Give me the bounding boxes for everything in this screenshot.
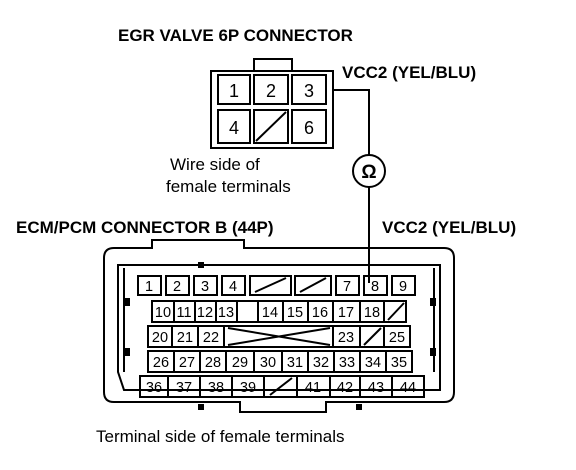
ecm-pin: 28 <box>205 355 221 371</box>
ecm-pin: 4 <box>229 279 237 295</box>
ecm-pin: 1 <box>145 279 153 295</box>
ecm-pin: 7 <box>343 279 351 295</box>
ecm-pin: 33 <box>339 355 355 371</box>
egr-terminal-3: 3 <box>304 81 314 101</box>
ecm-housing-marks <box>124 262 436 410</box>
ecm-pin: 21 <box>177 330 193 346</box>
egr-connector <box>210 58 334 149</box>
ecm-pin: 10 <box>155 305 171 321</box>
egr-terminal-1: 1 <box>229 81 239 101</box>
ecm-pin: 14 <box>262 305 278 321</box>
ecm-pin: 38 <box>208 380 224 396</box>
ecm-pin: 16 <box>312 305 328 321</box>
wire-side-label-line2: female terminals <box>166 177 291 196</box>
ecm-connector-title: ECM/PCM CONNECTOR B (44P) <box>16 218 274 237</box>
ecm-pin: 17 <box>338 305 354 321</box>
ecm-pin: 30 <box>260 355 276 371</box>
egr-terminal-numbers: 1 2 3 4 6 <box>229 81 314 138</box>
ecm-pin: 18 <box>364 305 380 321</box>
ecm-pin: 22 <box>203 330 219 346</box>
egr-blank-terminal-slash <box>255 111 287 142</box>
ecm-pin: 8 <box>371 279 379 295</box>
ecm-pin: 35 <box>391 355 407 371</box>
ecm-pin: 34 <box>365 355 381 371</box>
ecm-pin: 43 <box>368 380 384 396</box>
ecm-pin: 11 <box>176 305 191 321</box>
ecm-pin: 13 <box>218 305 234 321</box>
egr-terminal-6: 6 <box>304 118 314 138</box>
terminal-side-label: Terminal side of female terminals <box>96 427 345 446</box>
ecm-pin: 2 <box>173 279 181 295</box>
ecm-pin: 9 <box>399 279 407 295</box>
ecm-pin: 44 <box>400 380 416 396</box>
ecm-pin: 31 <box>287 355 303 371</box>
egr-to-meter-wire <box>333 89 370 155</box>
ecm-pin: 39 <box>240 380 256 396</box>
vcc2-label-right: VCC2 (YEL/BLU) <box>382 218 517 237</box>
ecm-pin: 3 <box>201 279 209 295</box>
ecm-pin: 41 <box>305 380 321 396</box>
ecm-pin: 12 <box>197 305 213 321</box>
ecm-pin: 26 <box>153 355 169 371</box>
ecm-pin: 36 <box>146 380 162 396</box>
ecm-pin: 15 <box>287 305 303 321</box>
ecm-pin-numbers: 1 2 3 4 7 8 9 10 11 12 13 14 15 16 17 18… <box>145 279 416 396</box>
ohm-symbol: Ω <box>361 162 376 183</box>
ecm-pin: 25 <box>389 330 405 346</box>
ecm-pin: 20 <box>152 330 168 346</box>
ecm-pin: 27 <box>179 355 195 371</box>
egr-terminal-2: 2 <box>266 81 276 101</box>
ecm-pin: 32 <box>313 355 329 371</box>
ecm-connector <box>103 239 455 413</box>
egr-connector-title: EGR VALVE 6P CONNECTOR <box>118 26 353 45</box>
ecm-pin: 23 <box>338 330 354 346</box>
egr-terminal-4: 4 <box>229 118 239 138</box>
wire-side-label-line1: Wire side of <box>170 155 260 174</box>
ecm-pin: 42 <box>337 380 353 396</box>
ecm-pin: 37 <box>176 380 192 396</box>
vcc2-label-top: VCC2 (YEL/BLU) <box>342 63 477 82</box>
ecm-pin: 29 <box>232 355 248 371</box>
